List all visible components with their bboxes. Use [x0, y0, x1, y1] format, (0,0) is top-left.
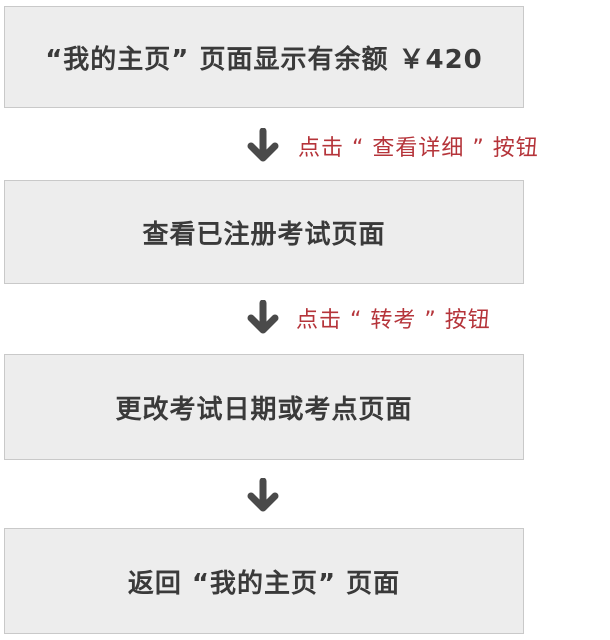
step-box-balance: “我的主页” 页面显示有余额 ￥420 [4, 6, 524, 108]
action-label-view-details: 点击 “ 查看详细 ” 按钮 [298, 136, 539, 161]
step-box-change-date-venue: 更改考试日期或考点页面 [4, 354, 524, 460]
arrow-down-icon [247, 128, 279, 162]
action-label-transfer: 点击 “ 转考 ” 按钮 [296, 308, 491, 333]
arrow-down-icon [247, 478, 279, 512]
step-text-balance: “我的主页” 页面显示有余额 ￥420 [45, 44, 483, 75]
step-text-registered-exams: 查看已注册考试页面 [142, 219, 386, 250]
arrow-down-icon [247, 300, 279, 334]
step-text-change-date-venue: 更改考试日期或考点页面 [115, 394, 413, 425]
step-text-return-home: 返回 “我的主页” 页面 [127, 568, 401, 599]
step-box-registered-exams: 查看已注册考试页面 [4, 180, 524, 284]
step-box-return-home: 返回 “我的主页” 页面 [4, 528, 524, 634]
